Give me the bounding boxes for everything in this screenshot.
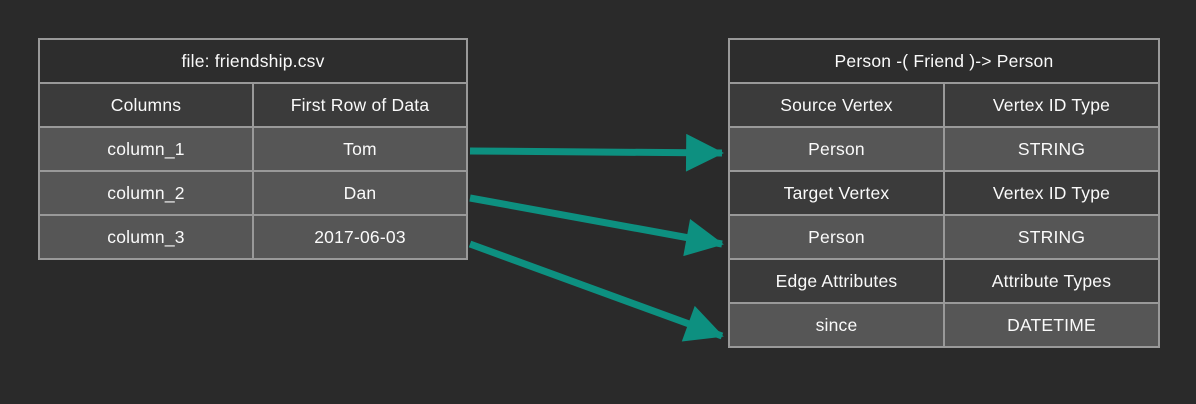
csv-column-value: Dan <box>252 170 468 216</box>
table-row: column_3 2017-06-03 <box>38 214 468 260</box>
edge-schema-title: Person -( Friend )-> Person <box>728 38 1160 84</box>
target-vertex-header: Target Vertex <box>728 170 945 216</box>
csv-column-name: column_1 <box>38 126 254 172</box>
vertex-id-type-header: Vertex ID Type <box>943 82 1160 128</box>
table-row: Edge Attributes Attribute Types <box>728 258 1160 304</box>
csv-columns-header: Columns <box>38 82 254 128</box>
edge-attribute-type: DATETIME <box>943 302 1160 348</box>
table-row: Columns First Row of Data <box>38 82 468 128</box>
csv-column-value: Tom <box>252 126 468 172</box>
csv-file-title: file: friendship.csv <box>38 38 468 84</box>
vertex-id-type-header: Vertex ID Type <box>943 170 1160 216</box>
csv-column-value: 2017-06-03 <box>252 214 468 260</box>
arrow-column2-to-target-vertex <box>469 194 724 257</box>
source-vertex-name: Person <box>728 126 945 172</box>
csv-column-name: column_2 <box>38 170 254 216</box>
table-row: column_2 Dan <box>38 170 468 216</box>
attribute-types-header: Attribute Types <box>943 258 1160 304</box>
csv-file-table: file: friendship.csv Columns First Row o… <box>38 38 468 260</box>
csv-column-name: column_3 <box>38 214 254 260</box>
target-vertex-name: Person <box>728 214 945 260</box>
table-row: since DATETIME <box>728 302 1160 348</box>
table-row: Person -( Friend )-> Person <box>728 38 1160 84</box>
source-vertex-header: Source Vertex <box>728 82 945 128</box>
edge-attribute-name: since <box>728 302 945 348</box>
table-row: Person STRING <box>728 126 1160 172</box>
target-vertex-id-type: STRING <box>943 214 1160 260</box>
edge-schema-table: Person -( Friend )-> Person Source Verte… <box>728 38 1160 348</box>
table-row: column_1 Tom <box>38 126 468 172</box>
arrow-column1-to-source-vertex <box>469 133 724 172</box>
arrow-column3-to-since-attribute <box>468 240 724 342</box>
edge-attributes-header: Edge Attributes <box>728 258 945 304</box>
table-row: file: friendship.csv <box>38 38 468 84</box>
table-row: Target Vertex Vertex ID Type <box>728 170 1160 216</box>
source-vertex-id-type: STRING <box>943 126 1160 172</box>
table-row: Source Vertex Vertex ID Type <box>728 82 1160 128</box>
table-row: Person STRING <box>728 214 1160 260</box>
csv-first-row-header: First Row of Data <box>252 82 468 128</box>
